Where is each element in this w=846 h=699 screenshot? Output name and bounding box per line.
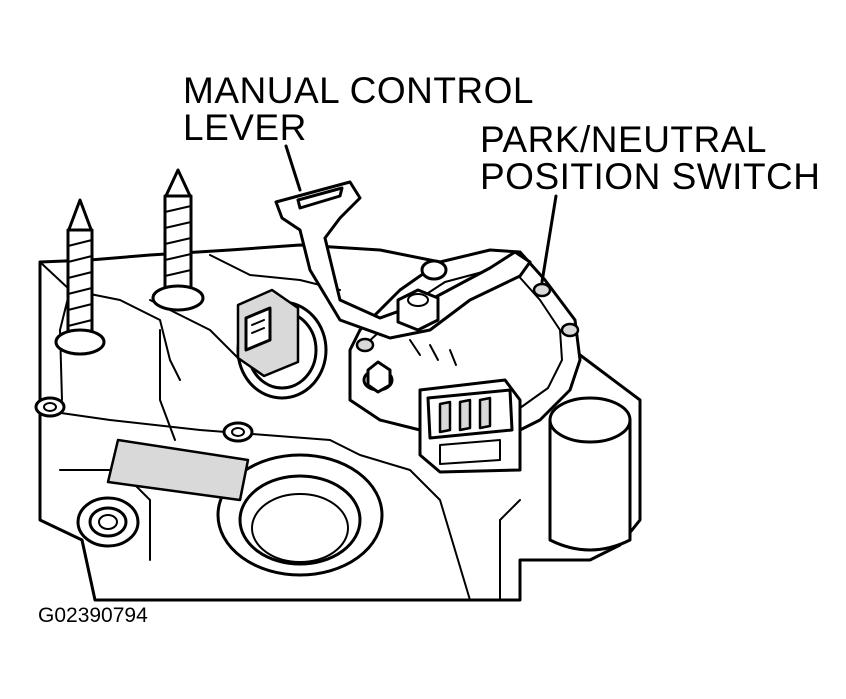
leader-line-park-neutral-switch bbox=[540, 194, 558, 284]
leader-line-manual-control-lever bbox=[284, 144, 302, 192]
manual-control-lever bbox=[274, 180, 532, 340]
switch-electrical-connector bbox=[418, 378, 522, 474]
label-manual-control-lever-line2: LEVER bbox=[183, 107, 307, 148]
label-park-neutral-switch-line2: POSITION SWITCH bbox=[480, 156, 821, 197]
threaded-studs bbox=[54, 168, 205, 356]
figure-id: G02390794 bbox=[38, 604, 148, 627]
case-cylinder bbox=[548, 396, 632, 552]
label-park-neutral-switch-line1: PARK/NEUTRAL bbox=[480, 119, 767, 160]
speed-sensor-connector bbox=[236, 288, 328, 400]
case-pad bbox=[106, 438, 250, 502]
output-bore bbox=[216, 453, 384, 577]
case-mounting-holes bbox=[34, 396, 254, 548]
label-manual-control-lever-line1: MANUAL CONTROL bbox=[183, 70, 534, 111]
